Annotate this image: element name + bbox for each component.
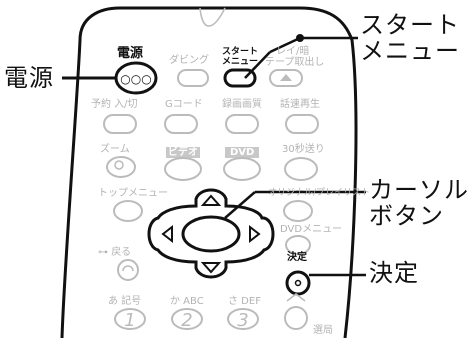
speed-play-button[interactable] — [285, 114, 319, 134]
callout-power: 電源 — [4, 64, 54, 92]
dvd-label: DVD — [230, 147, 255, 158]
enter-dot-icon — [294, 279, 302, 287]
back-arrow-icon — [122, 265, 134, 272]
start-leader-1 — [244, 51, 271, 79]
back-label: ⊶ 戻る — [98, 247, 131, 258]
key-3[interactable] — [227, 308, 259, 330]
select-label: 選局 — [313, 325, 333, 336]
eject-label-2: テープ取出し — [265, 57, 325, 68]
quality-label: 録画画質 — [222, 99, 262, 110]
channel-up-button[interactable] — [284, 306, 308, 330]
eject-label-1: レイ/暗 — [276, 46, 310, 57]
back-button[interactable] — [117, 259, 139, 281]
key-2-number: 2 — [181, 310, 192, 331]
callout-start-menu: スタート メニュー — [360, 12, 460, 64]
dvd-menu-button[interactable] — [285, 235, 311, 255]
right-arrow-icon — [249, 224, 261, 244]
down-arrow-icon — [200, 262, 222, 274]
callout-start-menu-line2: メニュー — [360, 37, 460, 65]
cursor-leader-1 — [224, 191, 256, 219]
zoom-label: ズーム — [100, 144, 130, 155]
eject-icon — [280, 74, 292, 81]
zoom-button[interactable] — [106, 156, 136, 178]
key-icon: ⊶ — [98, 247, 108, 258]
callout-cursor-buttons: カーソル ボタン — [369, 177, 468, 229]
key-2[interactable] — [171, 308, 203, 330]
start-menu-label-2: メニュー — [222, 57, 259, 67]
key-1[interactable] — [114, 308, 146, 330]
dubbing-button[interactable] — [177, 69, 209, 87]
back-label-text: 戻る — [111, 247, 132, 258]
power-label: 電源 — [117, 46, 144, 61]
dvd-badge — [225, 147, 259, 158]
top-arch — [199, 7, 226, 27]
callout-cursor-line1: カーソル — [369, 176, 468, 204]
up-arrow-icon — [200, 194, 222, 206]
enter-button[interactable] — [285, 270, 311, 296]
playlist-button[interactable] — [283, 200, 313, 222]
gcode-button[interactable] — [164, 114, 198, 134]
left-arrow-icon — [161, 224, 173, 244]
timer-button[interactable] — [103, 114, 137, 134]
quality-button[interactable] — [225, 114, 259, 134]
dvd-menu-label: DVDメニュー — [280, 224, 343, 235]
center-button[interactable] — [181, 215, 241, 253]
dvd-button[interactable] — [223, 157, 261, 181]
key-1-label: あ 記号 — [108, 296, 142, 307]
video-label: ビデオ — [168, 147, 198, 158]
dubbing-label: ダビング — [169, 55, 209, 66]
top-menu-button[interactable] — [113, 200, 143, 222]
callout-start-menu-line1: スタート — [360, 11, 460, 39]
power-button-dots: ○○○ — [120, 72, 151, 86]
key-3-label: さ DEF — [228, 296, 261, 307]
key-2-label: か ABC — [170, 296, 204, 307]
zoom-icon — [114, 160, 124, 170]
playlist-label: オリジナル/プレイリスト — [268, 188, 371, 198]
key-1-number: 1 — [124, 310, 135, 331]
key-3-number: 3 — [237, 310, 248, 331]
video-button[interactable] — [164, 157, 202, 181]
skip30-label: 30秒送り — [282, 144, 325, 155]
top-menu-label: トップメニュー — [98, 188, 168, 199]
channel-up-icon — [286, 293, 306, 302]
start-leader-2 — [269, 36, 301, 54]
start-menu-label-1: スタート — [222, 47, 259, 57]
callout-cursor-line2: ボタン — [369, 202, 444, 230]
start-leader-dot — [296, 34, 304, 42]
skip30-button[interactable] — [284, 157, 318, 181]
gcode-label: Gコード — [165, 99, 203, 110]
timer-label: 予約 入/切 — [91, 99, 138, 110]
video-badge — [166, 147, 200, 158]
enter-label: 決定 — [287, 252, 307, 263]
speed-play-label: 話速再生 — [280, 99, 320, 110]
callout-enter: 決定 — [369, 259, 419, 287]
